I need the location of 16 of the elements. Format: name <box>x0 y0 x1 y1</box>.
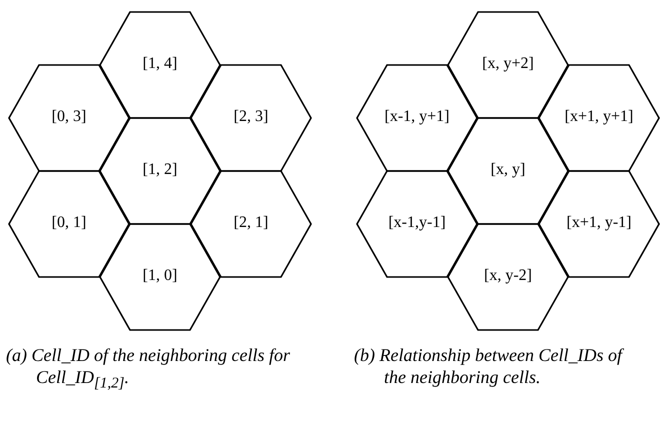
cell-label: [1, 2] <box>142 160 178 180</box>
cell-label: [x+1, y+1] <box>564 107 634 127</box>
cell-label: [0, 1] <box>50 213 88 233</box>
cell-label: [0, 3] <box>50 107 88 127</box>
cell-label: [x, y+2] <box>481 54 535 74</box>
cell-label: [x+1, y-1] <box>565 213 632 233</box>
figure-caption: (b) Relationship between Cell_IDs of the neighboring cells. <box>354 344 625 388</box>
figure-caption: (a) Cell_ID of the neighboring cells for Cell_ID$_{[1,2]}$. <box>6 344 291 394</box>
cell-label: [1, 4] <box>142 54 178 74</box>
cell-label: [x, y] <box>490 160 526 180</box>
cell-label: [1, 0] <box>142 266 178 286</box>
cell-label: [2, 3] <box>232 107 270 127</box>
cell-label: [x, y-2] <box>483 266 533 286</box>
cell-label: [2, 1] <box>232 213 270 233</box>
cell-label: [x-1, y+1] <box>383 107 450 127</box>
cell-label: [x-1,y-1] <box>387 213 447 233</box>
